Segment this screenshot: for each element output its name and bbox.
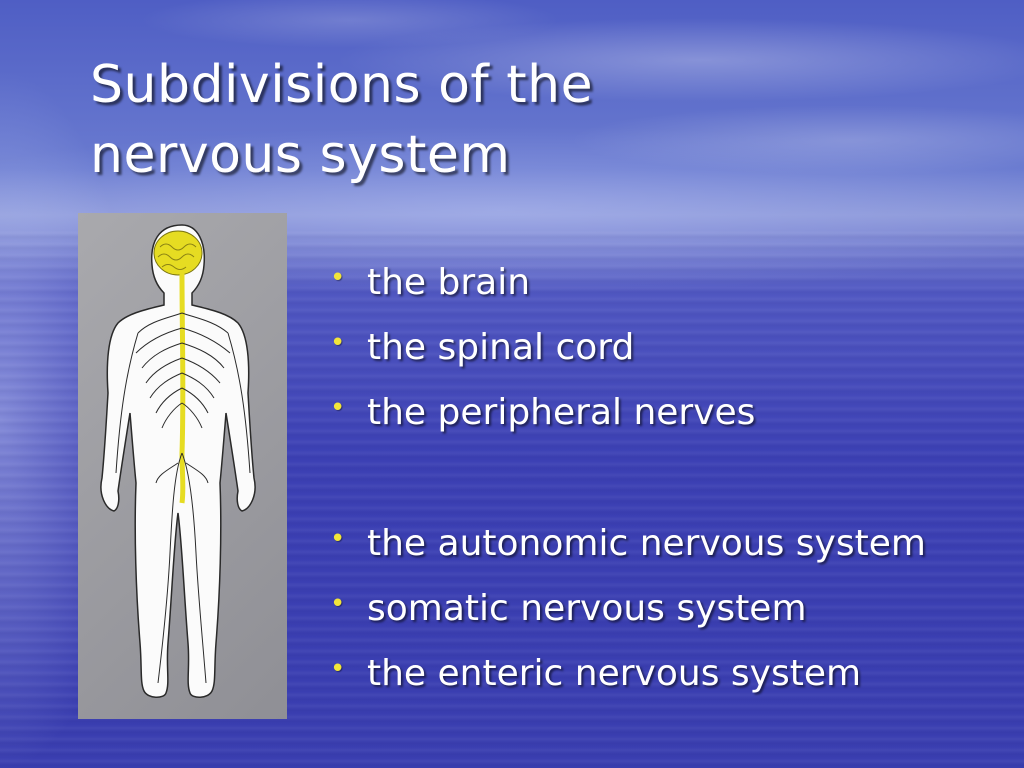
body-silhouette [100,224,256,698]
bullet-item-somatic: • somatic nervous system [330,576,926,641]
human-figure-svg [100,224,256,698]
bullet-spacer [330,445,926,511]
bullet-marker: • [330,393,346,423]
bullet-marker: • [330,589,346,619]
nervous-system-illustration [78,213,287,719]
slide-title: Subdivisions of the nervous system [90,50,593,190]
bullet-list: • the brain • the spinal cord • the peri… [330,250,926,706]
bullet-text: the enteric nervous system [367,653,862,694]
spinal-cord [179,272,186,504]
bullet-text: the brain [367,262,531,303]
title-line-1: Subdivisions of the [90,55,594,115]
bullet-item-peripheral-nerves: • the peripheral nerves [330,380,926,445]
bullet-text: the peripheral nerves [367,392,756,433]
peripheral-nerves [115,312,251,684]
bullet-text: the autonomic nervous system [367,523,926,564]
bullet-marker: • [330,263,346,293]
bullet-item-autonomic: • the autonomic nervous system [330,511,926,576]
bullet-marker: • [330,328,346,358]
brain-folds [157,243,197,270]
bullet-item-enteric: • the enteric nervous system [330,641,926,706]
bullet-marker: • [330,654,346,684]
bullet-item-brain: • the brain [330,250,926,315]
bullet-text: the spinal cord [367,327,635,368]
bullet-item-spinal-cord: • the spinal cord [330,315,926,380]
bullet-text: somatic nervous system [367,588,807,629]
brain-shape [153,230,203,276]
title-line-2: nervous system [90,125,511,185]
bullet-marker: • [330,524,346,554]
